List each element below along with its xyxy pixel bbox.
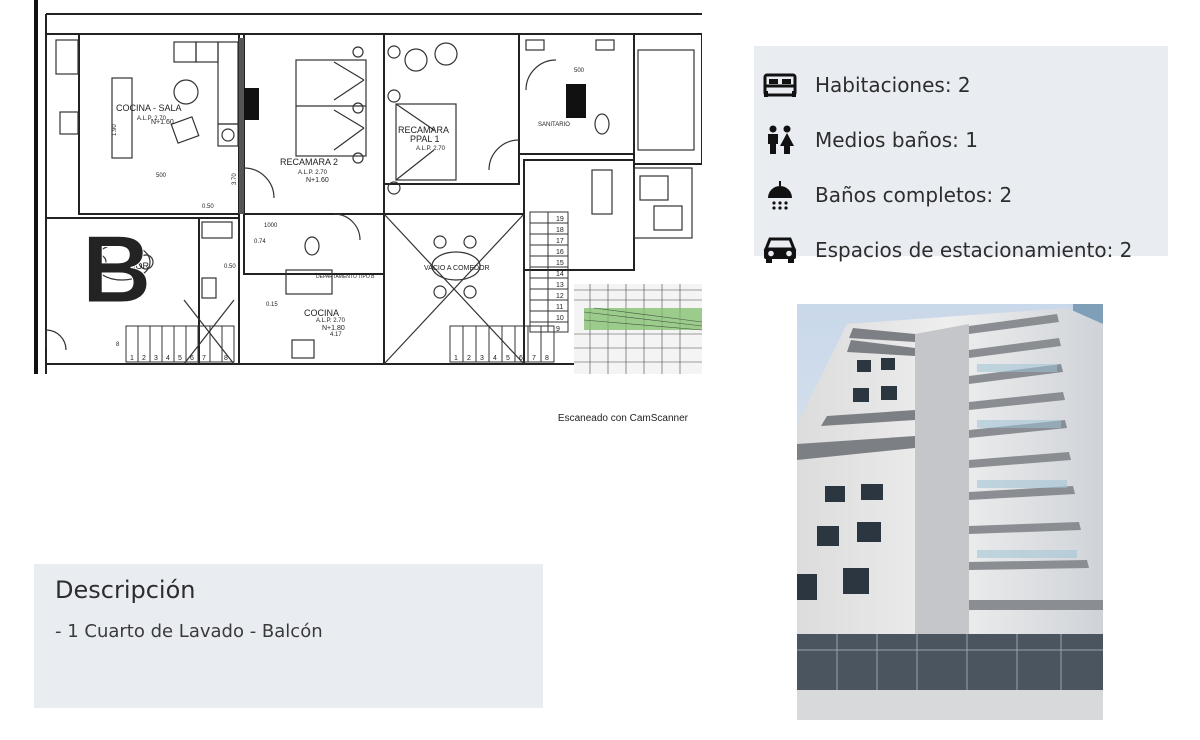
- room-label-recamara-ppal: RECAMARA: [398, 125, 449, 135]
- svg-text:3: 3: [480, 355, 484, 362]
- svg-text:6: 6: [519, 355, 523, 362]
- svg-text:16: 16: [556, 249, 564, 256]
- svg-text:500: 500: [156, 173, 167, 179]
- svg-text:0.50: 0.50: [202, 204, 214, 210]
- feature-label: Espacios de estacionamiento: 2: [815, 237, 1133, 262]
- people-icon: [762, 125, 798, 155]
- room-label-sanitario: SANITARIO: [538, 122, 570, 128]
- svg-text:6: 6: [190, 355, 194, 362]
- svg-text:7: 7: [532, 355, 536, 362]
- svg-text:A.L.P. 2.70: A.L.P. 2.70: [416, 146, 446, 152]
- svg-text:19: 19: [556, 216, 564, 223]
- room-label-cocina: COCINA: [304, 308, 339, 318]
- svg-text:4: 4: [493, 355, 497, 362]
- feature-label: Medios baños: 1: [815, 127, 978, 152]
- svg-text:18: 18: [556, 227, 564, 234]
- svg-text:PPAL 1: PPAL 1: [410, 134, 440, 144]
- svg-text:10: 10: [556, 315, 564, 322]
- building-photo: [797, 304, 1103, 720]
- room-label-comedor: COMEDOR: [102, 261, 150, 271]
- svg-text:3.70: 3.70: [232, 173, 238, 185]
- description-card: Descripción - 1 Cuarto de Lavado - Balcó…: [34, 564, 543, 708]
- svg-text:17: 17: [556, 238, 564, 245]
- room-label-recamara-2: RECAMARA 2: [280, 157, 338, 167]
- svg-text:15: 15: [556, 260, 564, 267]
- feature-half-baths: Medios baños: 1: [762, 112, 1168, 167]
- svg-text:1.90: 1.90: [112, 124, 118, 136]
- svg-text:0.15: 0.15: [266, 302, 278, 308]
- svg-text:7: 7: [202, 355, 206, 362]
- shower-icon: [762, 180, 798, 210]
- svg-text:14: 14: [556, 271, 564, 278]
- svg-text:0.74: 0.74: [254, 239, 266, 245]
- scan-caption: Escaneado con CamScanner: [557, 413, 688, 424]
- svg-text:N+1.60: N+1.60: [306, 177, 329, 184]
- description-title: Descripción: [55, 576, 196, 604]
- feature-parking: Espacios de estacionamiento: 2: [762, 222, 1168, 277]
- svg-text:N+1.60: N+1.60: [151, 119, 174, 126]
- svg-text:1000: 1000: [264, 223, 278, 229]
- car-icon: [762, 235, 798, 265]
- bed-icon: [762, 70, 798, 100]
- svg-text:2: 2: [467, 355, 471, 362]
- svg-text:3: 3: [154, 355, 158, 362]
- block-letter: B: [82, 216, 151, 323]
- svg-text:0.50: 0.50: [224, 264, 236, 270]
- svg-text:13: 13: [556, 282, 564, 289]
- svg-text:1: 1: [454, 355, 458, 362]
- room-label-vacio: VACIO A COMEDOR: [424, 265, 490, 272]
- feature-full-baths: Baños completos: 2: [762, 167, 1168, 222]
- room-label-cocina-sala: COCINA - SALA: [116, 103, 182, 113]
- svg-text:4.17: 4.17: [330, 332, 342, 338]
- svg-text:A.L.P. 2.70: A.L.P. 2.70: [298, 170, 328, 176]
- svg-text:12: 12: [556, 293, 564, 300]
- svg-text:4: 4: [166, 355, 170, 362]
- svg-text:5: 5: [178, 355, 182, 362]
- svg-text:A.L.P. 2.70: A.L.P. 2.70: [137, 116, 167, 122]
- description-text: - 1 Cuarto de Lavado - Balcón: [55, 621, 323, 642]
- features-card: Habitaciones: 2 Medios baños: 1: [754, 46, 1168, 263]
- svg-text:8: 8: [116, 342, 120, 348]
- svg-text:N+1.80: N+1.80: [322, 325, 345, 332]
- svg-text:500: 500: [574, 68, 585, 74]
- svg-text:9: 9: [556, 326, 560, 333]
- feature-bedrooms: Habitaciones: 2: [762, 57, 1168, 112]
- svg-text:DEPARTAMENTO TIPO B: DEPARTAMENTO TIPO B: [316, 274, 375, 280]
- svg-text:A.L.P. 2.70: A.L.P. 2.70: [316, 318, 346, 324]
- svg-text:5: 5: [506, 355, 510, 362]
- floor-plan-image: COCINA - SALA A.L.P. 2.70 N+1.60 500 REC…: [34, 0, 702, 374]
- svg-text:11: 11: [556, 304, 563, 311]
- svg-text:8: 8: [224, 355, 228, 362]
- svg-text:2: 2: [142, 355, 146, 362]
- feature-label: Habitaciones: 2: [815, 72, 971, 97]
- svg-text:1: 1: [130, 355, 134, 362]
- svg-text:8: 8: [545, 355, 549, 362]
- feature-label: Baños completos: 2: [815, 182, 1013, 207]
